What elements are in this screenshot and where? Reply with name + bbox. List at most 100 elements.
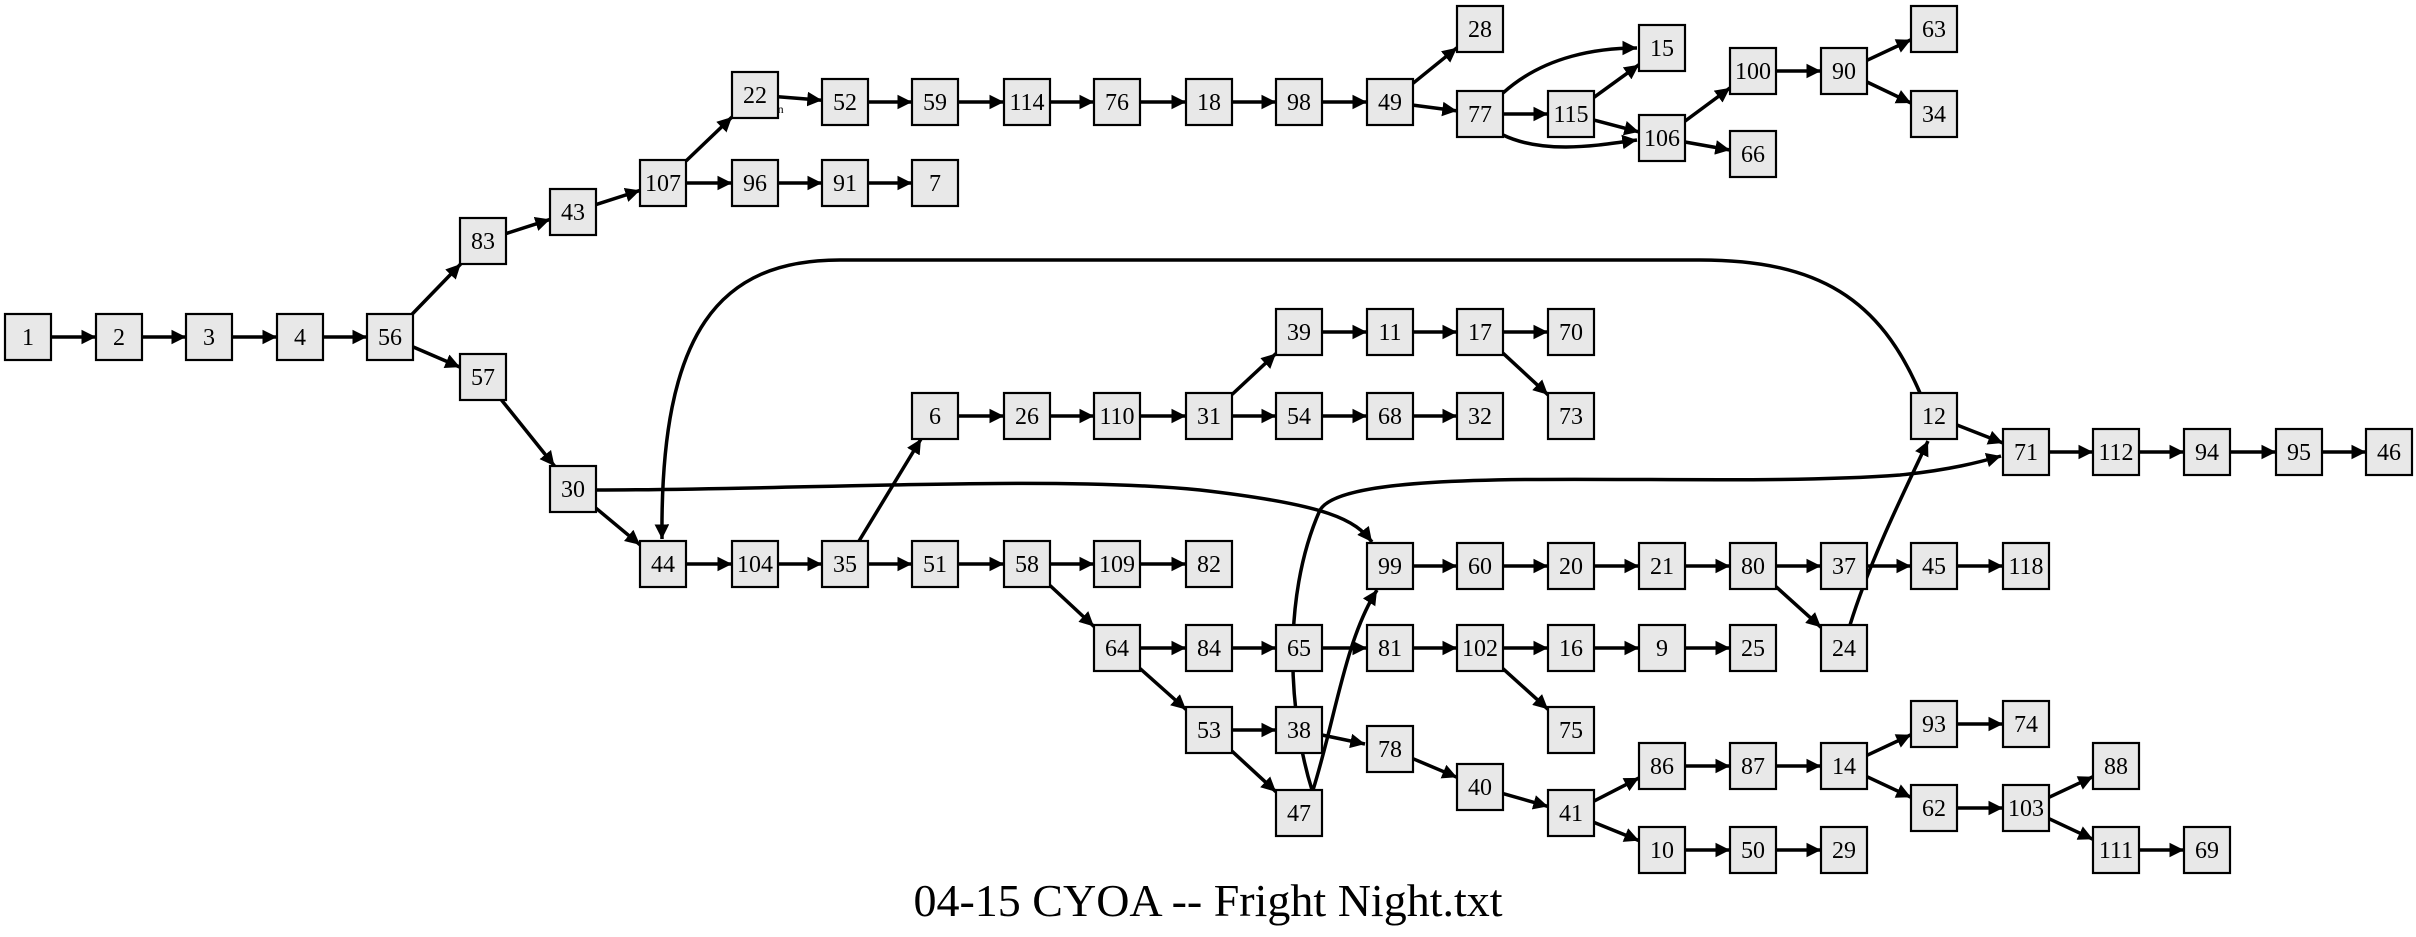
node-label-83: 83 xyxy=(471,229,495,255)
node-52: 52 xyxy=(820,77,870,127)
node-label-68: 68 xyxy=(1378,404,1402,430)
node-box-41 xyxy=(1546,788,1596,838)
edge-53-to-47 xyxy=(1230,749,1278,794)
node-label-74: 74 xyxy=(2014,712,2038,738)
node-label-10: 10 xyxy=(1650,838,1674,864)
node-label-71: 71 xyxy=(2014,440,2038,466)
node-box-63 xyxy=(1909,4,1959,54)
node-45: 45 xyxy=(1909,541,1959,591)
edge-106-to-100 xyxy=(1683,86,1732,123)
node-label-29: 29 xyxy=(1832,838,1856,864)
node-38: 38 xyxy=(1274,705,1324,755)
node-label-114: 114 xyxy=(1009,90,1044,116)
edge-56-to-57 xyxy=(412,345,461,369)
node-91: 91 xyxy=(820,158,870,208)
edge-30-to-99 xyxy=(595,481,1374,544)
node-label-94: 94 xyxy=(2195,440,2219,466)
node-box-65 xyxy=(1274,623,1324,673)
node-98: 98 xyxy=(1274,77,1324,127)
node-box-74 xyxy=(2001,699,2051,749)
node-box-53 xyxy=(1184,705,1234,755)
node-label-3: 3 xyxy=(203,325,215,351)
edge-49-to-28 xyxy=(1411,46,1459,85)
node-box-98 xyxy=(1274,77,1324,127)
node-87: 87 xyxy=(1728,741,1778,791)
edge-12-to-44 xyxy=(654,258,1922,540)
node-label-59: 59 xyxy=(923,90,947,116)
node-label-102: 102 xyxy=(1462,636,1498,662)
node-box-34 xyxy=(1909,89,1959,139)
node-94: 94 xyxy=(2182,427,2232,477)
node-box-24 xyxy=(1819,623,1869,673)
node-box-39 xyxy=(1274,307,1324,357)
node-box-25 xyxy=(1728,623,1778,673)
node-75: 75 xyxy=(1546,705,1596,755)
node-box-40 xyxy=(1455,762,1505,812)
node-box-15 xyxy=(1637,23,1687,73)
node-label-43: 43 xyxy=(561,200,585,226)
node-box-2 xyxy=(94,312,144,362)
node-box-60 xyxy=(1455,541,1505,591)
edge-43-to-107 xyxy=(595,187,641,207)
node-box-14 xyxy=(1819,741,1869,791)
node-box-56 xyxy=(365,312,415,362)
node-102: 102 xyxy=(1455,623,1505,673)
node-18: 18 xyxy=(1184,77,1234,127)
node-box-84 xyxy=(1184,623,1234,673)
node-12: 12 xyxy=(1909,391,1959,441)
edge-24-to-12 xyxy=(1848,440,1930,626)
node-box-47 xyxy=(1274,788,1324,838)
node-70: 70 xyxy=(1546,307,1596,357)
node-4: 4 xyxy=(275,312,325,362)
node-9: 9 xyxy=(1637,623,1687,673)
node-1: 1 xyxy=(3,312,53,362)
node-box-71 xyxy=(2001,427,2051,477)
node-box-77 xyxy=(1455,89,1505,139)
node-box-44 xyxy=(638,539,688,589)
edge-80-to-24 xyxy=(1774,585,1823,629)
edge-78-to-40 xyxy=(1412,757,1458,779)
edge-107-to-22 xyxy=(684,115,734,163)
node-label-78: 78 xyxy=(1378,737,1402,763)
node-box-114 xyxy=(1002,77,1052,127)
node-label-12: 12 xyxy=(1922,404,1946,430)
node-label-118: 118 xyxy=(2008,554,2043,580)
node-109: 109 xyxy=(1092,539,1142,589)
edge-56-to-83 xyxy=(411,262,462,316)
node-68: 68 xyxy=(1365,391,1415,441)
edge-31-to-39 xyxy=(1230,352,1278,396)
node-100: 100 xyxy=(1728,46,1778,96)
edge-103-to-88 xyxy=(2048,775,2094,799)
node-box-78 xyxy=(1365,724,1415,774)
node-box-107 xyxy=(638,158,688,208)
node-box-49 xyxy=(1365,77,1415,127)
edge-57-to-30 xyxy=(500,398,556,468)
node-43: 43 xyxy=(548,187,598,237)
node-box-26 xyxy=(1002,391,1052,441)
node-box-10 xyxy=(1637,825,1687,875)
node-label-100: 100 xyxy=(1735,59,1771,85)
node-22: 22 xyxy=(730,70,780,120)
node-label-87: 87 xyxy=(1741,754,1765,780)
node-2: 2 xyxy=(94,312,144,362)
node-label-98: 98 xyxy=(1287,90,1311,116)
node-box-37 xyxy=(1819,541,1869,591)
node-box-22 xyxy=(730,70,780,120)
node-box-57 xyxy=(458,352,508,402)
node-box-93 xyxy=(1909,699,1959,749)
node-box-28 xyxy=(1455,4,1505,54)
node-box-106 xyxy=(1637,113,1687,163)
node-box-31 xyxy=(1184,391,1234,441)
node-17: 17 xyxy=(1455,307,1505,357)
node-label-35: 35 xyxy=(833,552,857,578)
edge-22-to-52 xyxy=(777,91,823,107)
node-box-7 xyxy=(910,158,960,208)
node-label-1: 1 xyxy=(22,325,34,351)
node-11: 11 xyxy=(1365,307,1415,357)
node-54: 54 xyxy=(1274,391,1324,441)
node-box-4 xyxy=(275,312,325,362)
edge-115-to-15 xyxy=(1592,63,1641,99)
node-label-96: 96 xyxy=(743,171,767,197)
node-label-110: 110 xyxy=(1099,404,1134,430)
node-81: 81 xyxy=(1365,623,1415,673)
